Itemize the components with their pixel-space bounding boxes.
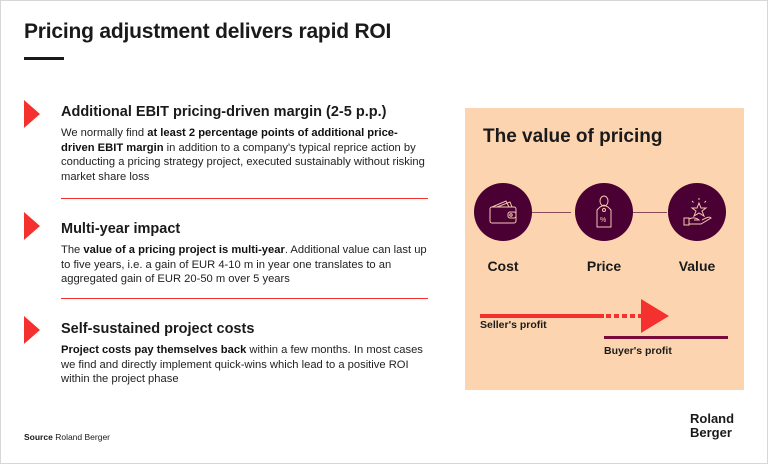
- buyer-profit-label: Buyer's profit: [604, 345, 672, 357]
- bullet-triangle-icon: [24, 316, 40, 344]
- source-value: Roland Berger: [55, 432, 111, 442]
- section-body: Project costs pay themselves back within…: [61, 343, 431, 387]
- source-label: Source: [24, 432, 53, 442]
- logo-line: Berger: [690, 425, 732, 440]
- price-tag-icon: %: [575, 183, 633, 241]
- seller-profit-label: Seller's profit: [480, 319, 547, 331]
- wallet-icon: [474, 183, 532, 241]
- body-text: . Additional value can last up to five y…: [61, 244, 427, 286]
- body-text: We normally find: [61, 127, 148, 139]
- section-multi-year: Multi-year impact The value of a pricing…: [61, 221, 431, 287]
- section-heading: Self-sustained project costs: [61, 321, 255, 337]
- section-heading: Additional EBIT pricing-driven margin (2…: [61, 104, 387, 120]
- body-bold: value of a pricing project is multi-year: [83, 244, 285, 256]
- divider: [61, 298, 428, 299]
- svg-text:%: %: [600, 217, 606, 224]
- divider: [61, 198, 428, 199]
- connector-line: [531, 212, 571, 213]
- body-bold: Project costs pay themselves back: [61, 344, 247, 356]
- section-heading: Multi-year impact: [61, 221, 181, 237]
- section-body: We normally find at least 2 percentage p…: [61, 126, 431, 184]
- section-project-costs: Self-sustained project costs Project cos…: [61, 321, 431, 387]
- source-note: Source Roland Berger: [24, 432, 110, 442]
- body-text: The: [61, 244, 84, 256]
- body-text: in addition to a company's typical repri…: [61, 141, 425, 183]
- body-text: within a few months. In most cases we fi…: [61, 344, 423, 386]
- star-hand-icon: [668, 183, 726, 241]
- section-body: The value of a pricing project is multi-…: [61, 243, 431, 287]
- bullet-triangle-icon: [24, 212, 40, 240]
- title-underline: [24, 57, 64, 60]
- step-label-price: Price: [586, 258, 622, 274]
- panel-title: The value of pricing: [483, 126, 663, 147]
- buyer-profit-bar: [604, 336, 728, 339]
- body-bold: at least 2 percentage points of addition…: [61, 127, 398, 154]
- seller-profit-arrow: [480, 299, 669, 333]
- section-ebit-margin: Additional EBIT pricing-driven margin (2…: [61, 104, 431, 184]
- step-label-cost: Cost: [487, 258, 519, 274]
- page-title: Pricing adjustment delivers rapid ROI: [24, 20, 392, 43]
- step-label-value: Value: [678, 258, 716, 274]
- connector-line: [627, 212, 667, 213]
- bullet-triangle-icon: [24, 100, 40, 128]
- logo-line: Roland: [690, 411, 735, 426]
- value-of-pricing-panel: The value of pricing % Cost Price Value …: [465, 108, 744, 390]
